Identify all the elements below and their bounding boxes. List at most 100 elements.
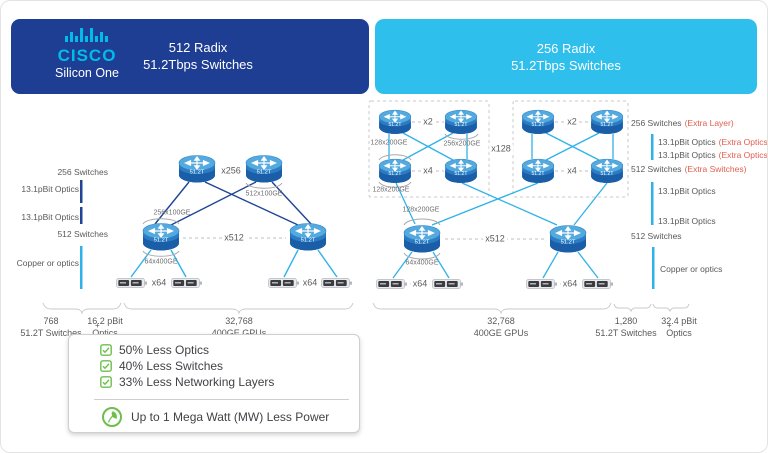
port-label: 64x400GE: [405, 259, 439, 267]
gpu-icon: [376, 279, 408, 289]
io-label: 13.1pBit Optics: [658, 216, 716, 226]
left-panel-title: 512 Radix 51.2Tbps Switches: [143, 40, 253, 72]
svg-text:51.2T: 51.2T: [561, 240, 576, 246]
stat-optics: 16.2 pBit Optics: [87, 316, 123, 338]
copper-bar: [652, 247, 655, 289]
gpu-icon: [432, 279, 464, 289]
switch-icon: 51.2T: [549, 224, 587, 254]
brand-name: CISCO: [57, 46, 117, 65]
optics-bar: [651, 134, 654, 160]
stat-switches: 1,280 51.2T Switches: [595, 316, 657, 338]
switch-icon: 51.2T: [245, 154, 283, 184]
multiplier-label: x64: [149, 277, 169, 288]
io-label: 13.1pBit Optics: [21, 212, 79, 222]
io-label: Copper or optics: [660, 264, 723, 274]
port-label: 512x100GE: [245, 190, 283, 198]
svg-text:51.2T: 51.2T: [301, 238, 316, 244]
gpu-icon: [526, 279, 558, 289]
switch-icon: 51.2T: [403, 224, 441, 254]
multiplier-label: x64: [300, 277, 320, 288]
svg-text:51.2T: 51.2T: [531, 122, 544, 128]
multiplier-label: x64: [410, 278, 430, 289]
benefit-item: 40% Less Switches: [100, 360, 223, 372]
switch-icon: 51.2T: [590, 109, 624, 135]
power-benefit: Up to 1 Mega Watt (MW) Less Power: [101, 406, 329, 428]
header-left-panel: CISCO Silicon One 512 Radix 51.2Tbps Swi…: [11, 19, 369, 94]
switch-icon: 51.2T: [289, 222, 327, 252]
stat-switches: 768 51.2T Switches: [20, 316, 82, 338]
io-layer-bars: [80, 134, 655, 289]
multiplier-label: x64: [560, 278, 580, 289]
svg-text:51.2T: 51.2T: [600, 171, 613, 177]
cisco-logo: CISCO Silicon One: [37, 27, 137, 80]
io-label: 13.1pBit Optics(Extra Optics): [658, 150, 768, 160]
divider: [94, 399, 349, 400]
io-label: Copper or optics: [16, 258, 79, 268]
optics-bar: [651, 182, 654, 225]
gpu-icon: [582, 279, 614, 289]
io-label: 13.1pBit Optics(Extra Optics): [658, 137, 768, 147]
multiplier-label: x4: [421, 165, 435, 176]
right-panel-title: 256 Radix 51.2Tbps Switches: [511, 40, 621, 73]
switch-icon: 51.2T: [590, 158, 624, 184]
svg-text:51.2T: 51.2T: [257, 170, 272, 176]
svg-text:51.2T: 51.2T: [600, 122, 613, 128]
svg-text:51.2T: 51.2T: [454, 171, 467, 177]
optics-bar: [80, 180, 83, 203]
checkbox-icon: [100, 360, 112, 372]
header-right-panel: 256 Radix 51.2Tbps Switches: [375, 19, 757, 94]
cisco-bars-icon: [65, 28, 108, 42]
io-label: 512 Switches: [631, 231, 682, 241]
svg-text:51.2T: 51.2T: [190, 170, 205, 176]
group-box-1: [368, 100, 490, 198]
switch-icon: 51.2T: [142, 222, 180, 252]
port-label: 128x200GE: [402, 206, 440, 214]
io-label: 256 Switches(Extra Layer): [631, 118, 734, 128]
multiplier-label: x128: [489, 143, 513, 154]
plus-sign: +: [667, 321, 672, 330]
svg-text:51.2T: 51.2T: [388, 122, 401, 128]
port-braces: [142, 133, 479, 260]
port-label: 128x200GE: [370, 139, 408, 147]
benefit-item: 50% Less Optics: [100, 344, 209, 356]
switch-icon: 51.2T: [178, 154, 216, 184]
multiplier-label: x256: [219, 165, 243, 176]
left-diagram-optic-links: [154, 181, 313, 226]
svg-text:51.2T: 51.2T: [154, 238, 169, 244]
multiplier-label: x2: [421, 116, 435, 127]
svg-text:51.2T: 51.2T: [388, 171, 401, 177]
checkbox-icon: [100, 376, 112, 388]
port-label: 256x200GE: [443, 140, 481, 148]
port-label: 256x100GE: [153, 209, 191, 217]
svg-text:51.2T: 51.2T: [415, 240, 430, 246]
multiplier-label: x2: [565, 116, 579, 127]
switch-icon: 51.2T: [378, 158, 412, 184]
switch-icon: 51.2T: [444, 109, 478, 135]
io-label: 13.1pBit Optics: [658, 186, 716, 196]
benefits-card: 50% Less Optics 40% Less Switches 33% Le…: [68, 334, 360, 433]
bottom-braces: [42, 302, 690, 315]
multiplier-label: x512: [483, 233, 507, 244]
port-label: 64x400GE: [144, 258, 178, 266]
port-label: 128x200GE: [372, 186, 410, 194]
stat-gpus: 32,768 400GE GPUs: [473, 316, 529, 338]
benefit-item: 33% Less Networking Layers: [100, 376, 274, 388]
stat-gpus: 32,768 400GE GPUs: [211, 316, 267, 338]
checkbox-icon: [100, 344, 112, 356]
gpu-icons: [116, 278, 614, 289]
switch-icon: 51.2T: [444, 158, 478, 184]
io-label: 13.1pBit Optics: [21, 184, 79, 194]
gpu-icon: [268, 278, 300, 288]
stat-optics: 32.4 pBit Optics: [661, 316, 697, 338]
svg-text:51.2T: 51.2T: [454, 122, 467, 128]
group-box-2: [512, 100, 629, 198]
svg-text:51.2T: 51.2T: [531, 171, 544, 177]
multiplier-label: x4: [565, 165, 579, 176]
gpu-icon: [171, 278, 203, 288]
io-label: 256 Switches: [57, 167, 108, 177]
gpu-icon: [116, 278, 148, 288]
switch-icon: 51.2T: [521, 109, 555, 135]
copper-bar: [80, 246, 83, 289]
io-label: 512 Switches(Extra Switches): [631, 164, 747, 174]
